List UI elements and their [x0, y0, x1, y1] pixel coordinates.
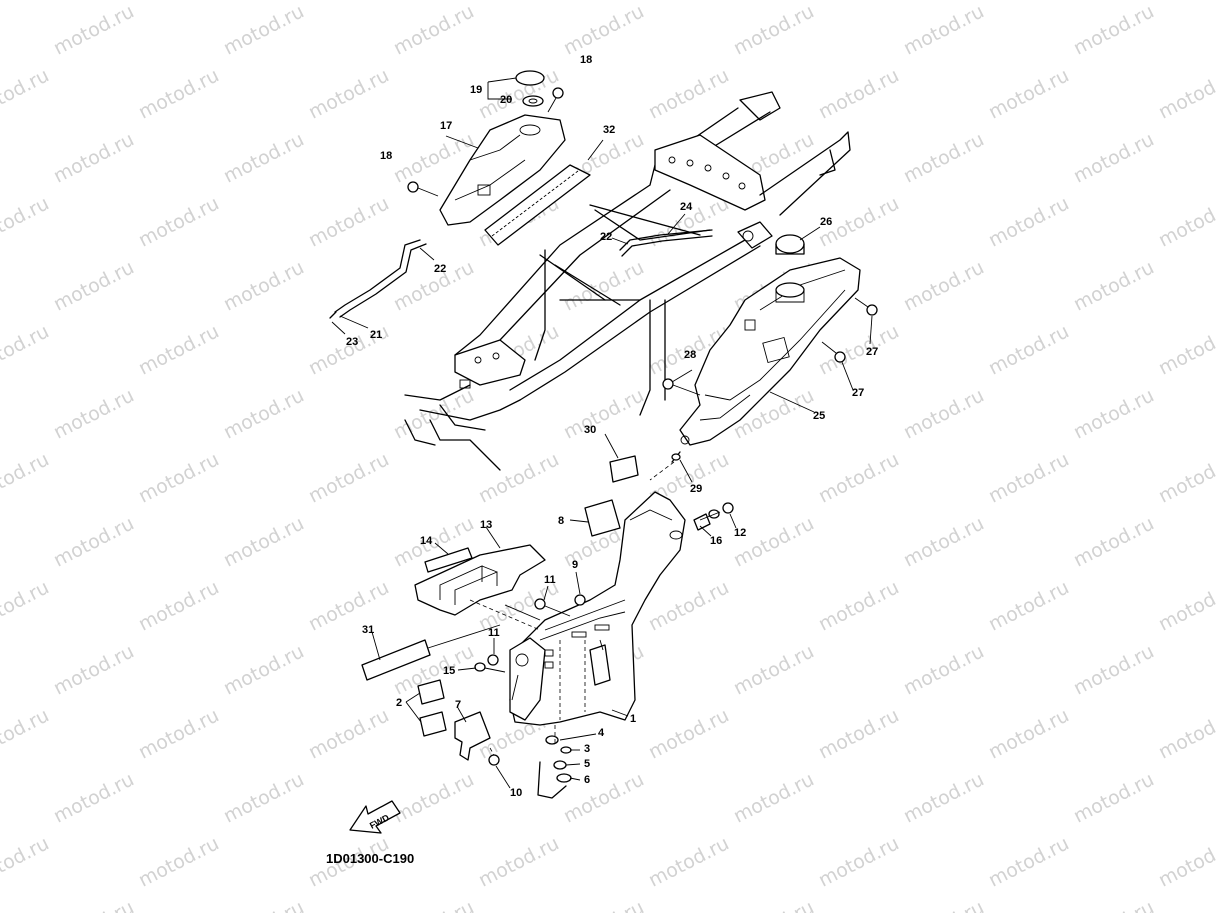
- fwd-arrow: FWD: [349, 800, 401, 834]
- fuel-breather-group: [329, 70, 713, 319]
- callout-19: 19: [470, 84, 482, 96]
- callout-21: 21: [370, 329, 382, 341]
- callout-leaders: [331, 77, 873, 789]
- callout-32: 32: [603, 124, 615, 136]
- callout-23: 23: [346, 336, 358, 348]
- callout-30: 30: [584, 424, 596, 436]
- callout-17: 17: [440, 120, 452, 132]
- callout-11-lower: 11: [488, 627, 500, 639]
- callout-27-lower: 27: [852, 387, 864, 399]
- callout-25: 25: [813, 410, 825, 422]
- callout-7: 7: [455, 699, 461, 711]
- callout-9: 9: [572, 559, 578, 571]
- callout-14: 14: [420, 535, 433, 547]
- callout-5: 5: [584, 758, 590, 770]
- callout-8: 8: [558, 515, 564, 527]
- callout-13: 13: [480, 519, 492, 531]
- callout-16: 16: [710, 535, 722, 547]
- callout-3: 3: [584, 743, 590, 755]
- oil-tank-group: [649, 234, 878, 481]
- callout-27-upper: 27: [866, 346, 878, 358]
- callout-15: 15: [443, 665, 455, 677]
- diagram-code: 1D01300-C190: [326, 851, 415, 866]
- frame-assembly: [404, 91, 851, 471]
- callout-29: 29: [690, 483, 702, 495]
- callout-22-hose: 22: [434, 263, 446, 275]
- callout-24: 24: [680, 201, 693, 213]
- callout-28: 28: [684, 349, 696, 361]
- callout-1: 1: [630, 713, 636, 725]
- callout-20: 20: [500, 94, 512, 106]
- callout-12: 12: [734, 527, 746, 539]
- callout-18-top: 18: [580, 54, 592, 66]
- callout-18-cover: 18: [380, 150, 392, 162]
- callout-22-frame: 22: [600, 231, 612, 243]
- callout-31: 31: [362, 624, 374, 636]
- callout-26: 26: [820, 216, 832, 228]
- side-cover-group: [361, 455, 734, 799]
- callout-2: 2: [396, 697, 402, 709]
- callout-11-upper: 11: [544, 574, 556, 586]
- callout-4: 4: [598, 727, 605, 739]
- callout-6: 6: [584, 774, 590, 786]
- callout-labels: 1 2 3 4 5 6 7 8 9 10 11 11 12 13 14 15 1…: [346, 54, 878, 799]
- callout-10: 10: [510, 787, 522, 799]
